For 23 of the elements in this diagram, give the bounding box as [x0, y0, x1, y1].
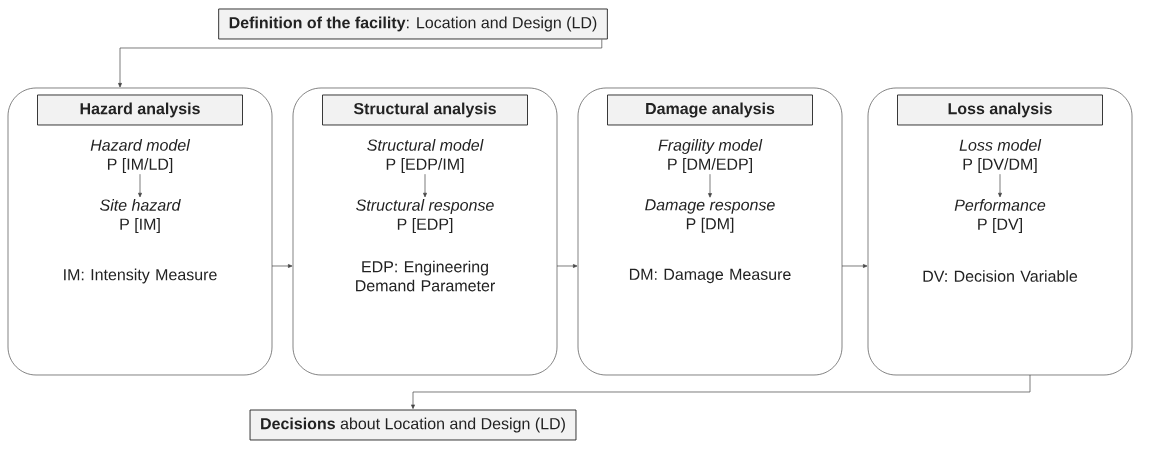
heading-box: Decisions about Location and Design (LD): [249, 409, 577, 441]
arrow: [998, 173, 1002, 198]
probability-label: Structural model P [EDP/IM]: [367, 139, 484, 173]
arrow: [271, 264, 293, 268]
probability-label: Fragility model P [DM/EDP]: [658, 139, 763, 173]
probability-label: Performance P [DV]: [954, 199, 1046, 233]
arrow: [118, 39, 603, 88]
title-box: Hazard analysis: [37, 94, 243, 126]
probability-label: Structural response P [EDP]: [356, 199, 494, 233]
probability-label: Hazard model P [IM/LD]: [90, 139, 191, 173]
title-box: Loss analysis: [897, 94, 1103, 126]
title-box: Structural analysis: [322, 94, 528, 126]
arrow: [138, 173, 142, 198]
heading-box: Definition of the facility: Location and Design (LD): [218, 8, 608, 40]
arrow: [411, 374, 1031, 409]
arrow: [841, 264, 868, 268]
probability-label: Site hazard P [IM]: [100, 199, 181, 233]
title-box: Damage analysis: [607, 94, 813, 126]
probability-label: Damage response P [DM]: [645, 199, 775, 233]
arrow: [708, 173, 712, 198]
probability-label: Loss model P [DV/DM]: [959, 139, 1042, 173]
arrow: [423, 173, 427, 198]
arrow: [556, 264, 578, 268]
